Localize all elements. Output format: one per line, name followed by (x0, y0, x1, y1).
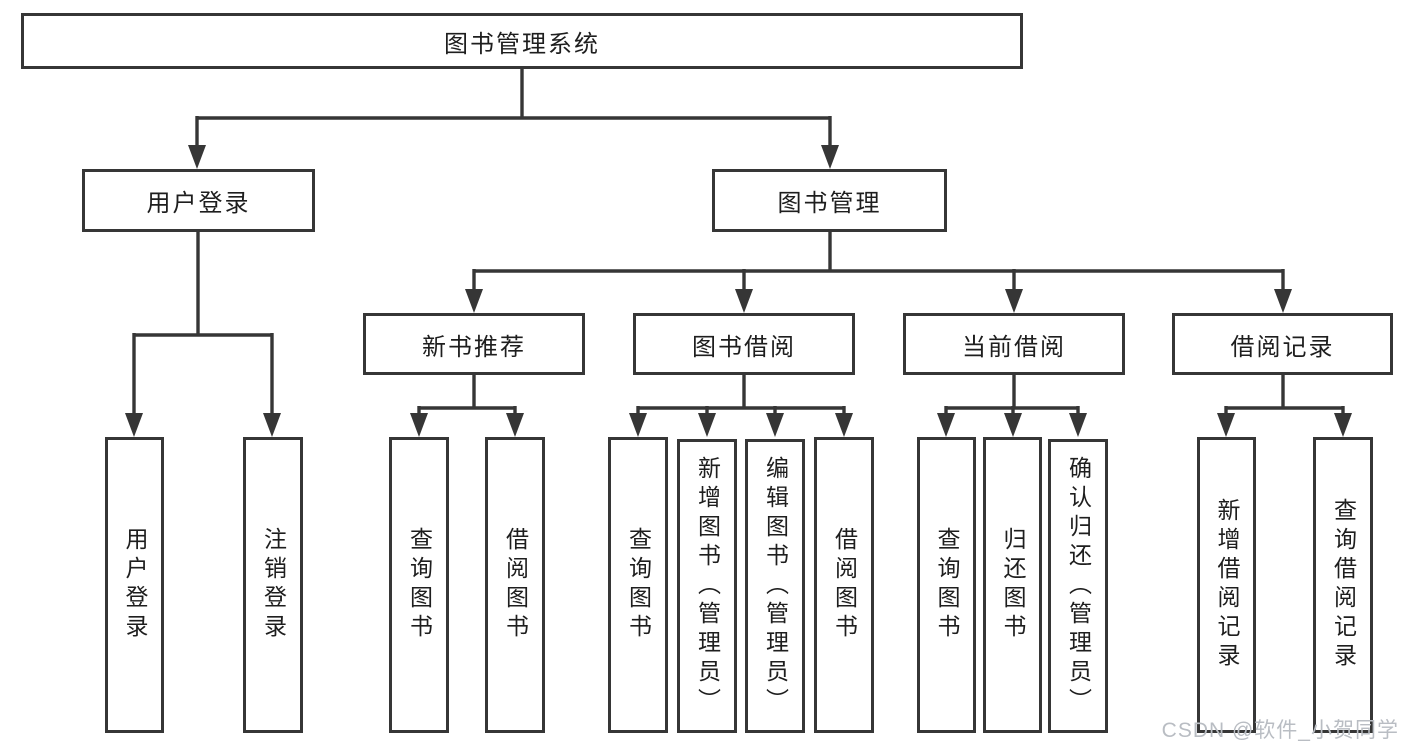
leaf-add-borrow-record: 新增借阅记录 (1197, 437, 1256, 733)
leaf-user-login-label: 用户登录 (122, 527, 148, 643)
connector-new-book-recommend-to-leaves (410, 375, 524, 437)
leaf-user-login: 用户登录 (105, 437, 164, 733)
leaf-borrow-query-books: 查询图书 (608, 437, 668, 733)
leaf-borrow-books: 借阅图书 (814, 437, 874, 733)
leaf-recommend-query-books: 查询图书 (389, 437, 449, 733)
leaf-return-books-label: 归还图书 (1000, 527, 1026, 643)
leaf-edit-books-admin: 编辑图书（管理员） (745, 439, 805, 733)
leaf-edit-books-admin-label: 编辑图书（管理员） (762, 455, 789, 717)
connector-borrow-records-to-leaves (1217, 375, 1352, 437)
node-current-borrow-label: 当前借阅 (962, 333, 1066, 361)
node-root: 图书管理系统 (21, 13, 1023, 69)
node-book-borrow: 图书借阅 (633, 313, 855, 375)
leaf-current-query-books-label: 查询图书 (934, 527, 960, 643)
node-borrow-records: 借阅记录 (1172, 313, 1393, 375)
leaf-recommend-query-books-label: 查询图书 (406, 527, 433, 643)
node-new-book-recommend: 新书推荐 (363, 313, 585, 375)
leaf-add-books-admin-label: 新增图书（管理员） (694, 455, 721, 717)
node-root-label: 图书管理系统 (444, 30, 600, 58)
connector-root-to-level2 (188, 69, 839, 169)
leaf-logout: 注销登录 (243, 437, 303, 733)
leaf-borrow-books-label: 借阅图书 (831, 527, 858, 643)
leaf-return-books: 归还图书 (983, 437, 1042, 733)
leaf-confirm-return-admin-label: 确认归还（管理员） (1065, 455, 1092, 717)
leaf-confirm-return-admin: 确认归还（管理员） (1048, 439, 1108, 733)
node-new-book-recommend-label: 新书推荐 (422, 333, 526, 361)
csdn-watermark: CSDN @软件_小贺同学 (1161, 719, 1399, 742)
leaf-logout-label: 注销登录 (260, 527, 287, 643)
leaf-query-borrow-record: 查询借阅记录 (1313, 437, 1373, 733)
leaf-add-books-admin: 新增图书（管理员） (677, 439, 737, 733)
leaf-recommend-borrow-books-label: 借阅图书 (502, 527, 529, 643)
connector-book-borrow-to-leaves (629, 375, 853, 437)
node-book-management: 图书管理 (712, 169, 947, 232)
connector-current-borrow-to-leaves (937, 375, 1087, 437)
connector-user-login-to-leaves (125, 232, 281, 437)
leaf-query-borrow-record-label: 查询借阅记录 (1330, 498, 1357, 672)
leaf-recommend-borrow-books: 借阅图书 (485, 437, 545, 733)
node-borrow-records-label: 借阅记录 (1230, 333, 1335, 361)
node-user-login-label: 用户登录 (146, 190, 251, 217)
leaf-borrow-query-books-label: 查询图书 (625, 527, 652, 643)
node-user-login: 用户登录 (82, 169, 315, 232)
node-book-borrow-label: 图书借阅 (692, 333, 796, 361)
leaf-add-borrow-record-label: 新增借阅记录 (1214, 498, 1240, 672)
node-book-management-label: 图书管理 (777, 190, 882, 217)
leaf-current-query-books: 查询图书 (917, 437, 976, 733)
node-current-borrow: 当前借阅 (903, 313, 1125, 375)
connector-book-management-to-level3 (465, 232, 1292, 313)
